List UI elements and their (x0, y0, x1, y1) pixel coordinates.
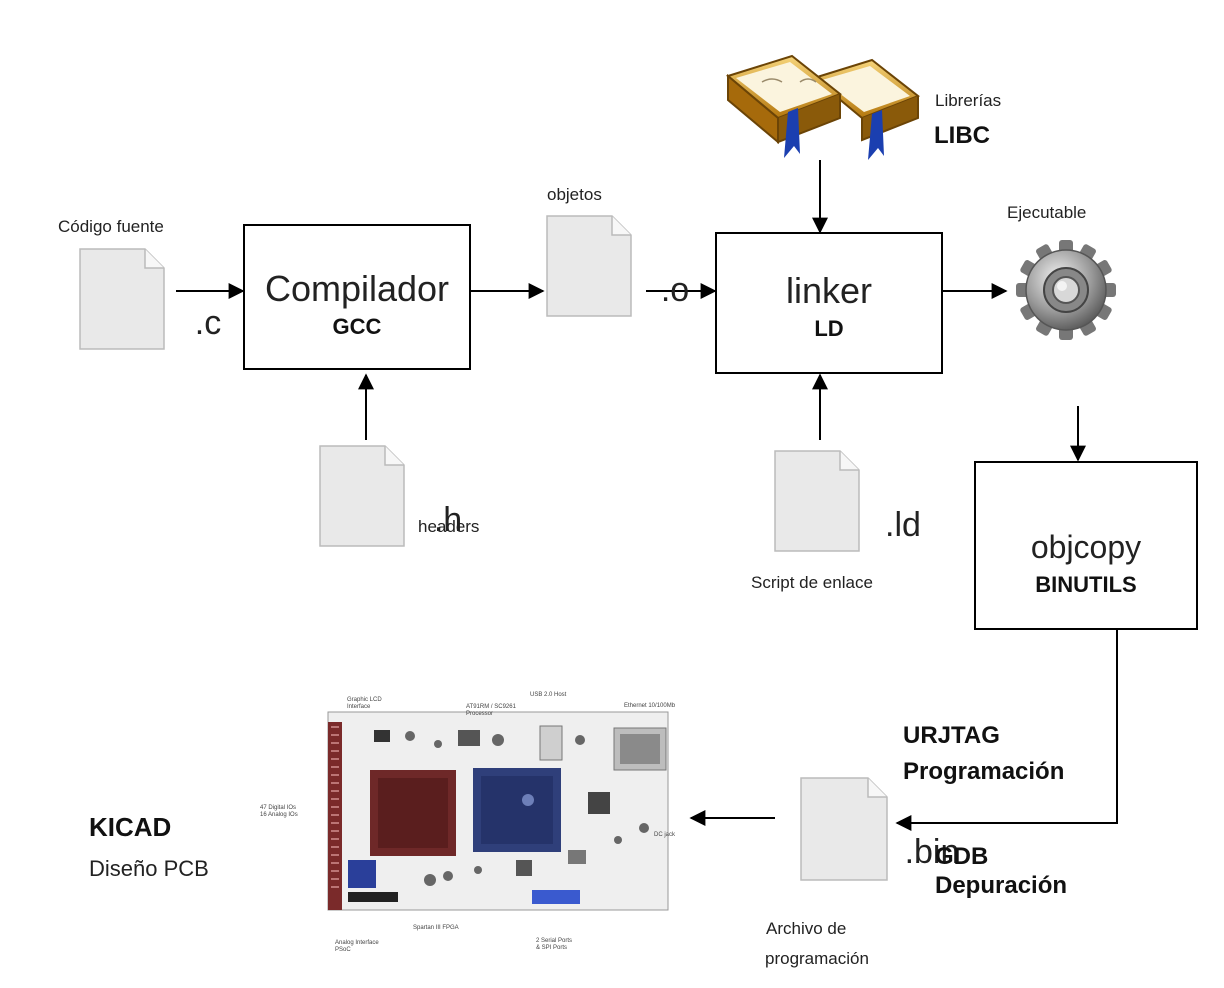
document-icon (79, 248, 165, 350)
board-label-usb: USB 2.0 Host (530, 692, 567, 698)
board-label-io-2: 16 Analog IOs (260, 812, 298, 818)
pcb-tool: KICAD (89, 812, 172, 842)
board-label-ethernet: Ethernet 10/100Mb (624, 703, 676, 709)
libraries-name: LIBC (934, 122, 990, 149)
binary-file-icon: .bin (800, 777, 959, 881)
pcb-label: Diseño PCB (89, 856, 209, 881)
board-label-analog: Analog Interface (335, 940, 379, 946)
compiler-title: Compilador (264, 268, 450, 309)
document-icon (546, 215, 632, 317)
libraries-caption: Librerías (935, 91, 1002, 110)
board-label-io: 47 Digital IOs (260, 805, 297, 811)
source-file-caption: Código fuente (58, 217, 164, 236)
executable-caption: Ejecutable (1007, 203, 1087, 222)
linker-tool: LD (814, 316, 844, 341)
objcopy-title: objcopy (1030, 529, 1142, 565)
source-file-icon: .c (79, 248, 221, 350)
header-file-ext: .h (433, 501, 463, 539)
document-icon (800, 777, 888, 881)
document-icon (774, 450, 860, 552)
compiler-box: Compilador GCC (243, 224, 471, 370)
board-label-serial-2: & SPI Ports (536, 945, 568, 951)
gear-icon (1016, 240, 1116, 340)
pcb-board-image (327, 711, 669, 911)
linker-script-caption: Script de enlace (751, 573, 873, 592)
binary-file-ext: .bin (904, 833, 960, 871)
object-file-ext: .o (660, 271, 690, 309)
object-file-caption: objetos (547, 185, 602, 204)
board-label-lcd: Graphic LCD (347, 697, 382, 703)
linker-script-ext: .ld (885, 506, 921, 544)
programming-label: Programación (903, 758, 1065, 785)
board-label-lcd-2: Interface (347, 704, 371, 710)
binary-caption-line1: Archivo de (766, 919, 847, 938)
compiler-tool: GCC (332, 314, 382, 339)
header-file-caption: headers (418, 517, 480, 536)
source-file-ext: .c (194, 304, 222, 342)
object-file-icon: .o (546, 215, 689, 317)
linker-title: linker (785, 270, 873, 311)
linker-script-icon: .ld (774, 450, 921, 552)
board-label-fpga: Spartan III FPGA (413, 925, 459, 931)
debugging-label: Depuración (935, 872, 1068, 899)
board-label-dc: DC jack (654, 832, 676, 838)
book-icon (725, 54, 920, 160)
objcopy-box: objcopy BINUTILS (974, 461, 1198, 630)
linker-box: linker LD (715, 232, 943, 374)
programming-tool: URJTAG (903, 722, 1000, 749)
debugging-tool: GDB (935, 843, 989, 870)
header-file-icon: .h (319, 445, 462, 547)
document-icon (319, 445, 405, 547)
arrow-objcopy-to-binary (895, 630, 1118, 831)
board-label-analog-2: PSoC (335, 947, 351, 953)
board-label-proc: AT91RM / SC9261 (466, 704, 516, 710)
objcopy-tool: BINUTILS (1035, 572, 1137, 597)
board-label-serial: 2 Serial Ports (536, 938, 573, 944)
board-label-proc-2: Processor (466, 711, 494, 717)
binary-caption-line2: programación (765, 949, 869, 968)
